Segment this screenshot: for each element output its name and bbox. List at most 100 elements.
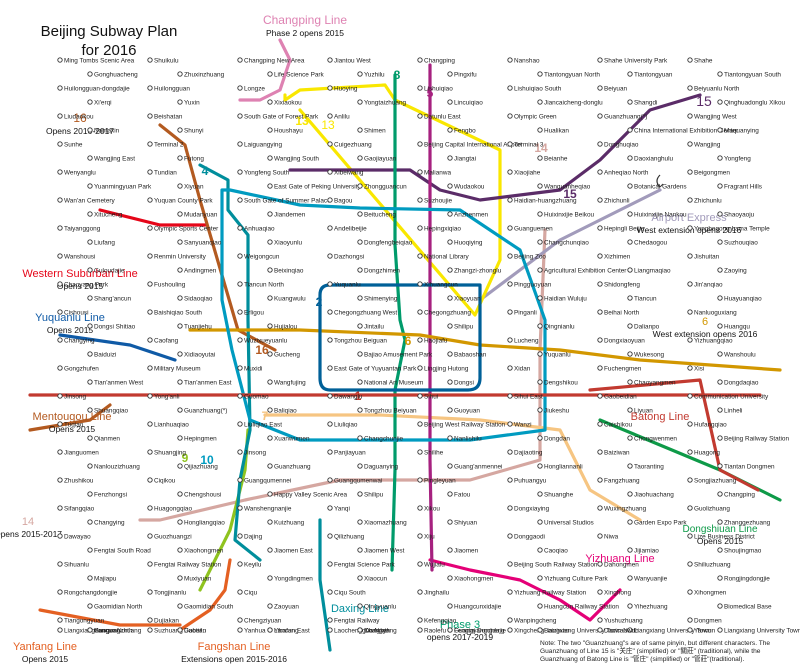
station-dot[interactable] — [597, 281, 603, 287]
station-dot[interactable] — [147, 561, 153, 567]
station-label[interactable]: Guangyangcheng — [454, 628, 505, 635]
station-dot[interactable] — [327, 617, 333, 623]
station-label[interactable]: Yizhuang Railway Station — [514, 590, 587, 597]
station-dot[interactable] — [507, 589, 513, 595]
station-label[interactable]: Terminal 3 — [514, 142, 544, 149]
station-label[interactable]: Huixinxijie Nankou — [634, 212, 687, 219]
station-label[interactable]: Fangzhuang — [604, 478, 640, 485]
station-label[interactable]: Lingjing Hutong — [424, 366, 469, 373]
station-label[interactable]: Dahongmen — [604, 562, 639, 569]
station-dot[interactable] — [57, 169, 63, 175]
station-label[interactable]: Jinsong — [244, 450, 266, 457]
station-dot[interactable] — [597, 627, 603, 633]
station-label[interactable]: Yong'anli — [154, 394, 180, 401]
station-dot[interactable] — [357, 627, 363, 633]
station-label[interactable]: Yuquan County Park — [154, 198, 213, 205]
station-label[interactable]: Wukesong — [634, 352, 665, 359]
station-label[interactable]: Malianwa — [424, 170, 451, 177]
station-label[interactable]: Xinghong — [604, 590, 631, 597]
station-label[interactable]: National Art Museum — [364, 380, 423, 387]
station-dot[interactable] — [147, 617, 153, 623]
station-dot[interactable] — [57, 365, 63, 371]
station-label[interactable]: Xihuangcun — [424, 282, 458, 289]
station-dot[interactable] — [357, 603, 363, 609]
station-dot[interactable] — [447, 491, 453, 497]
station-dot[interactable] — [357, 575, 363, 581]
station-dot[interactable] — [267, 351, 273, 357]
station-label[interactable]: Wanshousi — [64, 254, 95, 261]
station-dot[interactable] — [87, 239, 93, 245]
station-dot[interactable] — [627, 351, 633, 357]
station-dot[interactable] — [417, 617, 423, 623]
station-label[interactable]: Tuanjiehu — [184, 324, 212, 331]
station-label[interactable]: Daotian — [184, 628, 206, 635]
station-dot[interactable] — [687, 225, 693, 231]
station-dot[interactable] — [447, 351, 453, 357]
station-label[interactable]: Huangqu — [724, 324, 750, 331]
station-dot[interactable] — [237, 505, 243, 511]
station-dot[interactable] — [597, 449, 603, 455]
station-dot[interactable] — [147, 197, 153, 203]
station-label[interactable]: Fuchengmen — [604, 366, 642, 373]
station-label[interactable]: Yongtaizhuang — [364, 100, 406, 107]
station-label[interactable]: Beishatan — [154, 114, 183, 121]
station-dot[interactable] — [717, 547, 723, 553]
station-dot[interactable] — [237, 449, 243, 455]
station-label[interactable]: Pingleyuan — [424, 478, 456, 485]
station-dot[interactable] — [147, 57, 153, 63]
station-label[interactable]: Haidian Wuluju — [544, 296, 587, 303]
station-dot[interactable] — [537, 627, 543, 633]
station-dot[interactable] — [687, 617, 693, 623]
station-label[interactable]: Shidongfeng — [604, 282, 640, 289]
station-dot[interactable] — [417, 561, 423, 567]
station-label[interactable]: Guoyuan — [454, 408, 480, 415]
station-label[interactable]: Liangxiang University Town West — [724, 628, 800, 635]
station-label[interactable]: Yancun North — [94, 628, 133, 635]
station-label[interactable]: Pinganli — [514, 310, 537, 317]
station-dot[interactable] — [357, 295, 363, 301]
station-label[interactable]: Ming Tombs Scenic Area — [64, 58, 135, 65]
station-dot[interactable] — [87, 407, 93, 413]
station-label[interactable]: Tiantongyuan — [634, 72, 673, 79]
station-label[interactable]: Communication University — [694, 394, 769, 401]
station-label[interactable]: Caofang — [154, 338, 179, 345]
station-label[interactable]: Changchunjie — [364, 436, 404, 443]
station-label[interactable]: Dongxiaying — [514, 506, 550, 513]
station-dot[interactable] — [597, 113, 603, 119]
station-label[interactable]: Wanshoulu — [724, 352, 756, 359]
station-label[interactable]: Dongfengbeiqiao — [364, 240, 413, 247]
station-dot[interactable] — [237, 393, 243, 399]
station-label[interactable]: Zhuxinzhuang — [184, 72, 225, 79]
station-dot[interactable] — [57, 477, 63, 483]
station-dot[interactable] — [177, 519, 183, 525]
station-dot[interactable] — [717, 267, 723, 273]
station-dot[interactable] — [147, 113, 153, 119]
station-dot[interactable] — [237, 309, 243, 315]
station-label[interactable]: Raolefu — [424, 628, 446, 635]
station-label[interactable]: Houshayu — [274, 128, 303, 135]
station-dot[interactable] — [687, 477, 693, 483]
station-label[interactable]: Gaomidian South — [184, 604, 234, 611]
station-label[interactable]: Kuizhuang — [274, 520, 305, 527]
station-dot[interactable] — [717, 295, 723, 301]
station-label[interactable]: Chegongzhuang — [424, 310, 471, 317]
station-dot[interactable] — [627, 99, 633, 105]
station-label[interactable]: Libafang — [274, 628, 299, 635]
station-label[interactable]: Mudanyuan — [184, 212, 218, 219]
station-label[interactable]: Wangfujing — [274, 380, 306, 387]
station-label[interactable]: Xixiaokou — [274, 100, 302, 107]
station-label[interactable]: Yanhua — [244, 628, 266, 635]
station-label[interactable]: Wudaokou — [454, 184, 485, 191]
station-dot[interactable] — [267, 211, 273, 217]
station-label[interactable]: Dajing — [244, 534, 263, 541]
station-label[interactable]: Agricultural Exhibition Center — [544, 268, 627, 275]
station-dot[interactable] — [417, 421, 423, 427]
station-label[interactable]: Cuigezhuang — [334, 142, 372, 149]
station-dot[interactable] — [627, 603, 633, 609]
station-label[interactable]: Chedaogou — [634, 240, 667, 247]
station-label[interactable]: Taoranting — [634, 464, 664, 471]
station-dot[interactable] — [87, 71, 93, 77]
station-label[interactable]: Xikou — [424, 506, 440, 513]
station-label[interactable]: Liuliqiao — [334, 422, 358, 429]
station-dot[interactable] — [687, 505, 693, 511]
